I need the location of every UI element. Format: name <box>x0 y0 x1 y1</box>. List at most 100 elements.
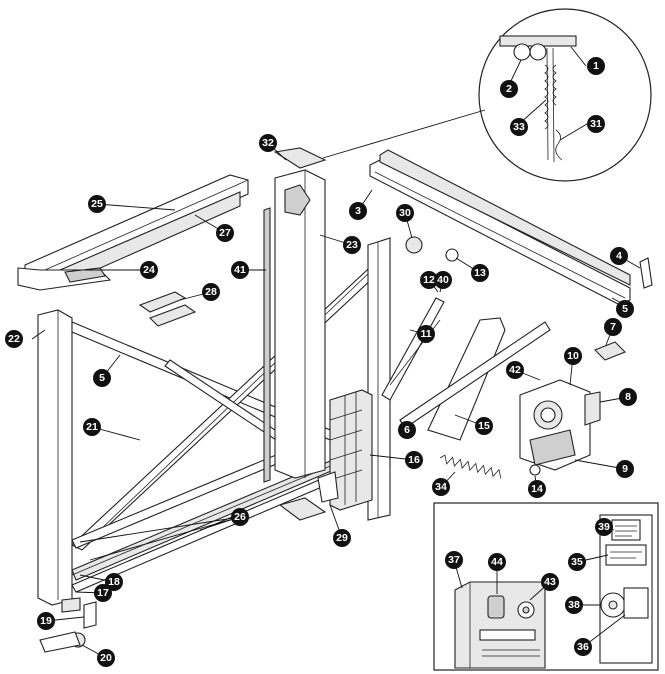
callout-26: 26 <box>231 508 249 526</box>
callout-20: 20 <box>97 649 115 667</box>
svg-text:9: 9 <box>622 463 628 475</box>
callout-2: 2 <box>500 80 518 98</box>
svg-text:27: 27 <box>219 227 231 239</box>
svg-text:18: 18 <box>108 576 120 588</box>
callout-31: 31 <box>587 115 605 133</box>
top-beam-assembly <box>17 174 249 291</box>
callout-35: 35 <box>568 553 586 571</box>
svg-text:14: 14 <box>531 483 543 495</box>
svg-text:32: 32 <box>262 137 274 149</box>
svg-text:37: 37 <box>448 554 460 566</box>
callout-40: 40 <box>434 271 452 289</box>
pulley-13 <box>445 248 459 262</box>
callout-16: 16 <box>405 451 423 469</box>
svg-text:12: 12 <box>423 274 435 286</box>
callout-34: 34 <box>432 478 450 496</box>
svg-text:7: 7 <box>610 321 616 333</box>
svg-text:36: 36 <box>577 641 589 653</box>
svg-text:42: 42 <box>509 364 521 376</box>
spring <box>439 454 502 479</box>
callout-6: 6 <box>398 421 416 439</box>
callout-36: 36 <box>574 638 592 656</box>
svg-text:25: 25 <box>91 198 103 210</box>
bracket-7 <box>594 341 626 361</box>
svg-text:5: 5 <box>99 372 105 384</box>
svg-text:35: 35 <box>571 556 583 568</box>
callout-9: 9 <box>616 460 634 478</box>
svg-text:19: 19 <box>40 615 52 627</box>
callout-21: 21 <box>83 418 101 436</box>
svg-text:6: 6 <box>404 424 410 436</box>
callout-1: 1 <box>587 57 605 75</box>
svg-text:1: 1 <box>593 60 599 72</box>
callout-38: 38 <box>565 596 583 614</box>
svg-text:34: 34 <box>435 481 447 493</box>
callout-29: 29 <box>333 529 351 547</box>
callout-15: 15 <box>475 417 493 435</box>
callout-11: 11 <box>417 325 435 343</box>
callout-33: 33 <box>510 118 528 136</box>
callout-5-left: 5 <box>93 369 111 387</box>
svg-text:23: 23 <box>346 239 358 251</box>
svg-text:21: 21 <box>86 421 98 433</box>
callout-23: 23 <box>343 236 361 254</box>
bracket-28 <box>138 291 197 327</box>
svg-text:22: 22 <box>8 333 20 345</box>
svg-text:5: 5 <box>622 303 628 315</box>
svg-text:16: 16 <box>408 454 420 466</box>
svg-text:24: 24 <box>143 264 155 276</box>
callout-25: 25 <box>88 195 106 213</box>
svg-text:8: 8 <box>625 391 631 403</box>
callout-4: 4 <box>610 247 628 265</box>
svg-text:40: 40 <box>437 274 449 286</box>
svg-text:29: 29 <box>336 532 348 544</box>
linkage-arm <box>381 297 445 401</box>
callout-43: 43 <box>541 573 559 591</box>
svg-text:38: 38 <box>568 599 580 611</box>
base-plate <box>278 497 327 521</box>
callout-17: 17 <box>94 584 112 602</box>
bottom-hinge <box>39 601 97 653</box>
callout-14: 14 <box>528 480 546 498</box>
svg-text:30: 30 <box>399 207 411 219</box>
svg-text:39: 39 <box>598 521 610 533</box>
callout-44: 44 <box>488 553 506 571</box>
callout-5-right: 5 <box>616 300 634 318</box>
svg-text:2: 2 <box>506 83 512 95</box>
callout-10: 10 <box>564 347 582 365</box>
svg-text:33: 33 <box>513 121 525 133</box>
callout-42: 42 <box>506 361 524 379</box>
callout-19: 19 <box>37 612 55 630</box>
callout-28: 28 <box>202 283 220 301</box>
left-vertical-post <box>37 309 81 613</box>
callout-badges: 1 2 3 4 5 5 6 7 8 9 10 11 12 13 14 15 16… <box>5 57 637 667</box>
svg-text:44: 44 <box>491 556 503 568</box>
callout-32: 32 <box>259 134 277 152</box>
callout-37: 37 <box>445 551 463 569</box>
svg-text:28: 28 <box>205 286 217 298</box>
callout-8: 8 <box>619 388 637 406</box>
svg-text:26: 26 <box>234 511 246 523</box>
svg-text:10: 10 <box>567 350 579 362</box>
callout-24: 24 <box>140 261 158 279</box>
callout-3: 3 <box>349 202 367 220</box>
callout-12: 12 <box>420 271 438 289</box>
callout-30: 30 <box>396 204 414 222</box>
svg-text:4: 4 <box>616 250 622 262</box>
svg-text:13: 13 <box>474 267 486 279</box>
chain-detail-magnifier <box>478 8 652 182</box>
svg-text:15: 15 <box>478 420 490 432</box>
pulley-30 <box>405 236 423 254</box>
svg-text:31: 31 <box>590 118 602 130</box>
callout-41: 41 <box>231 261 249 279</box>
callout-22: 22 <box>5 330 23 348</box>
callout-7: 7 <box>604 318 622 336</box>
svg-text:41: 41 <box>234 264 246 276</box>
callout-27: 27 <box>216 224 234 242</box>
svg-text:11: 11 <box>420 328 431 340</box>
center-column <box>263 147 327 483</box>
callout-18: 18 <box>105 573 123 591</box>
callout-39: 39 <box>595 518 613 536</box>
bracket-29 <box>317 471 339 503</box>
